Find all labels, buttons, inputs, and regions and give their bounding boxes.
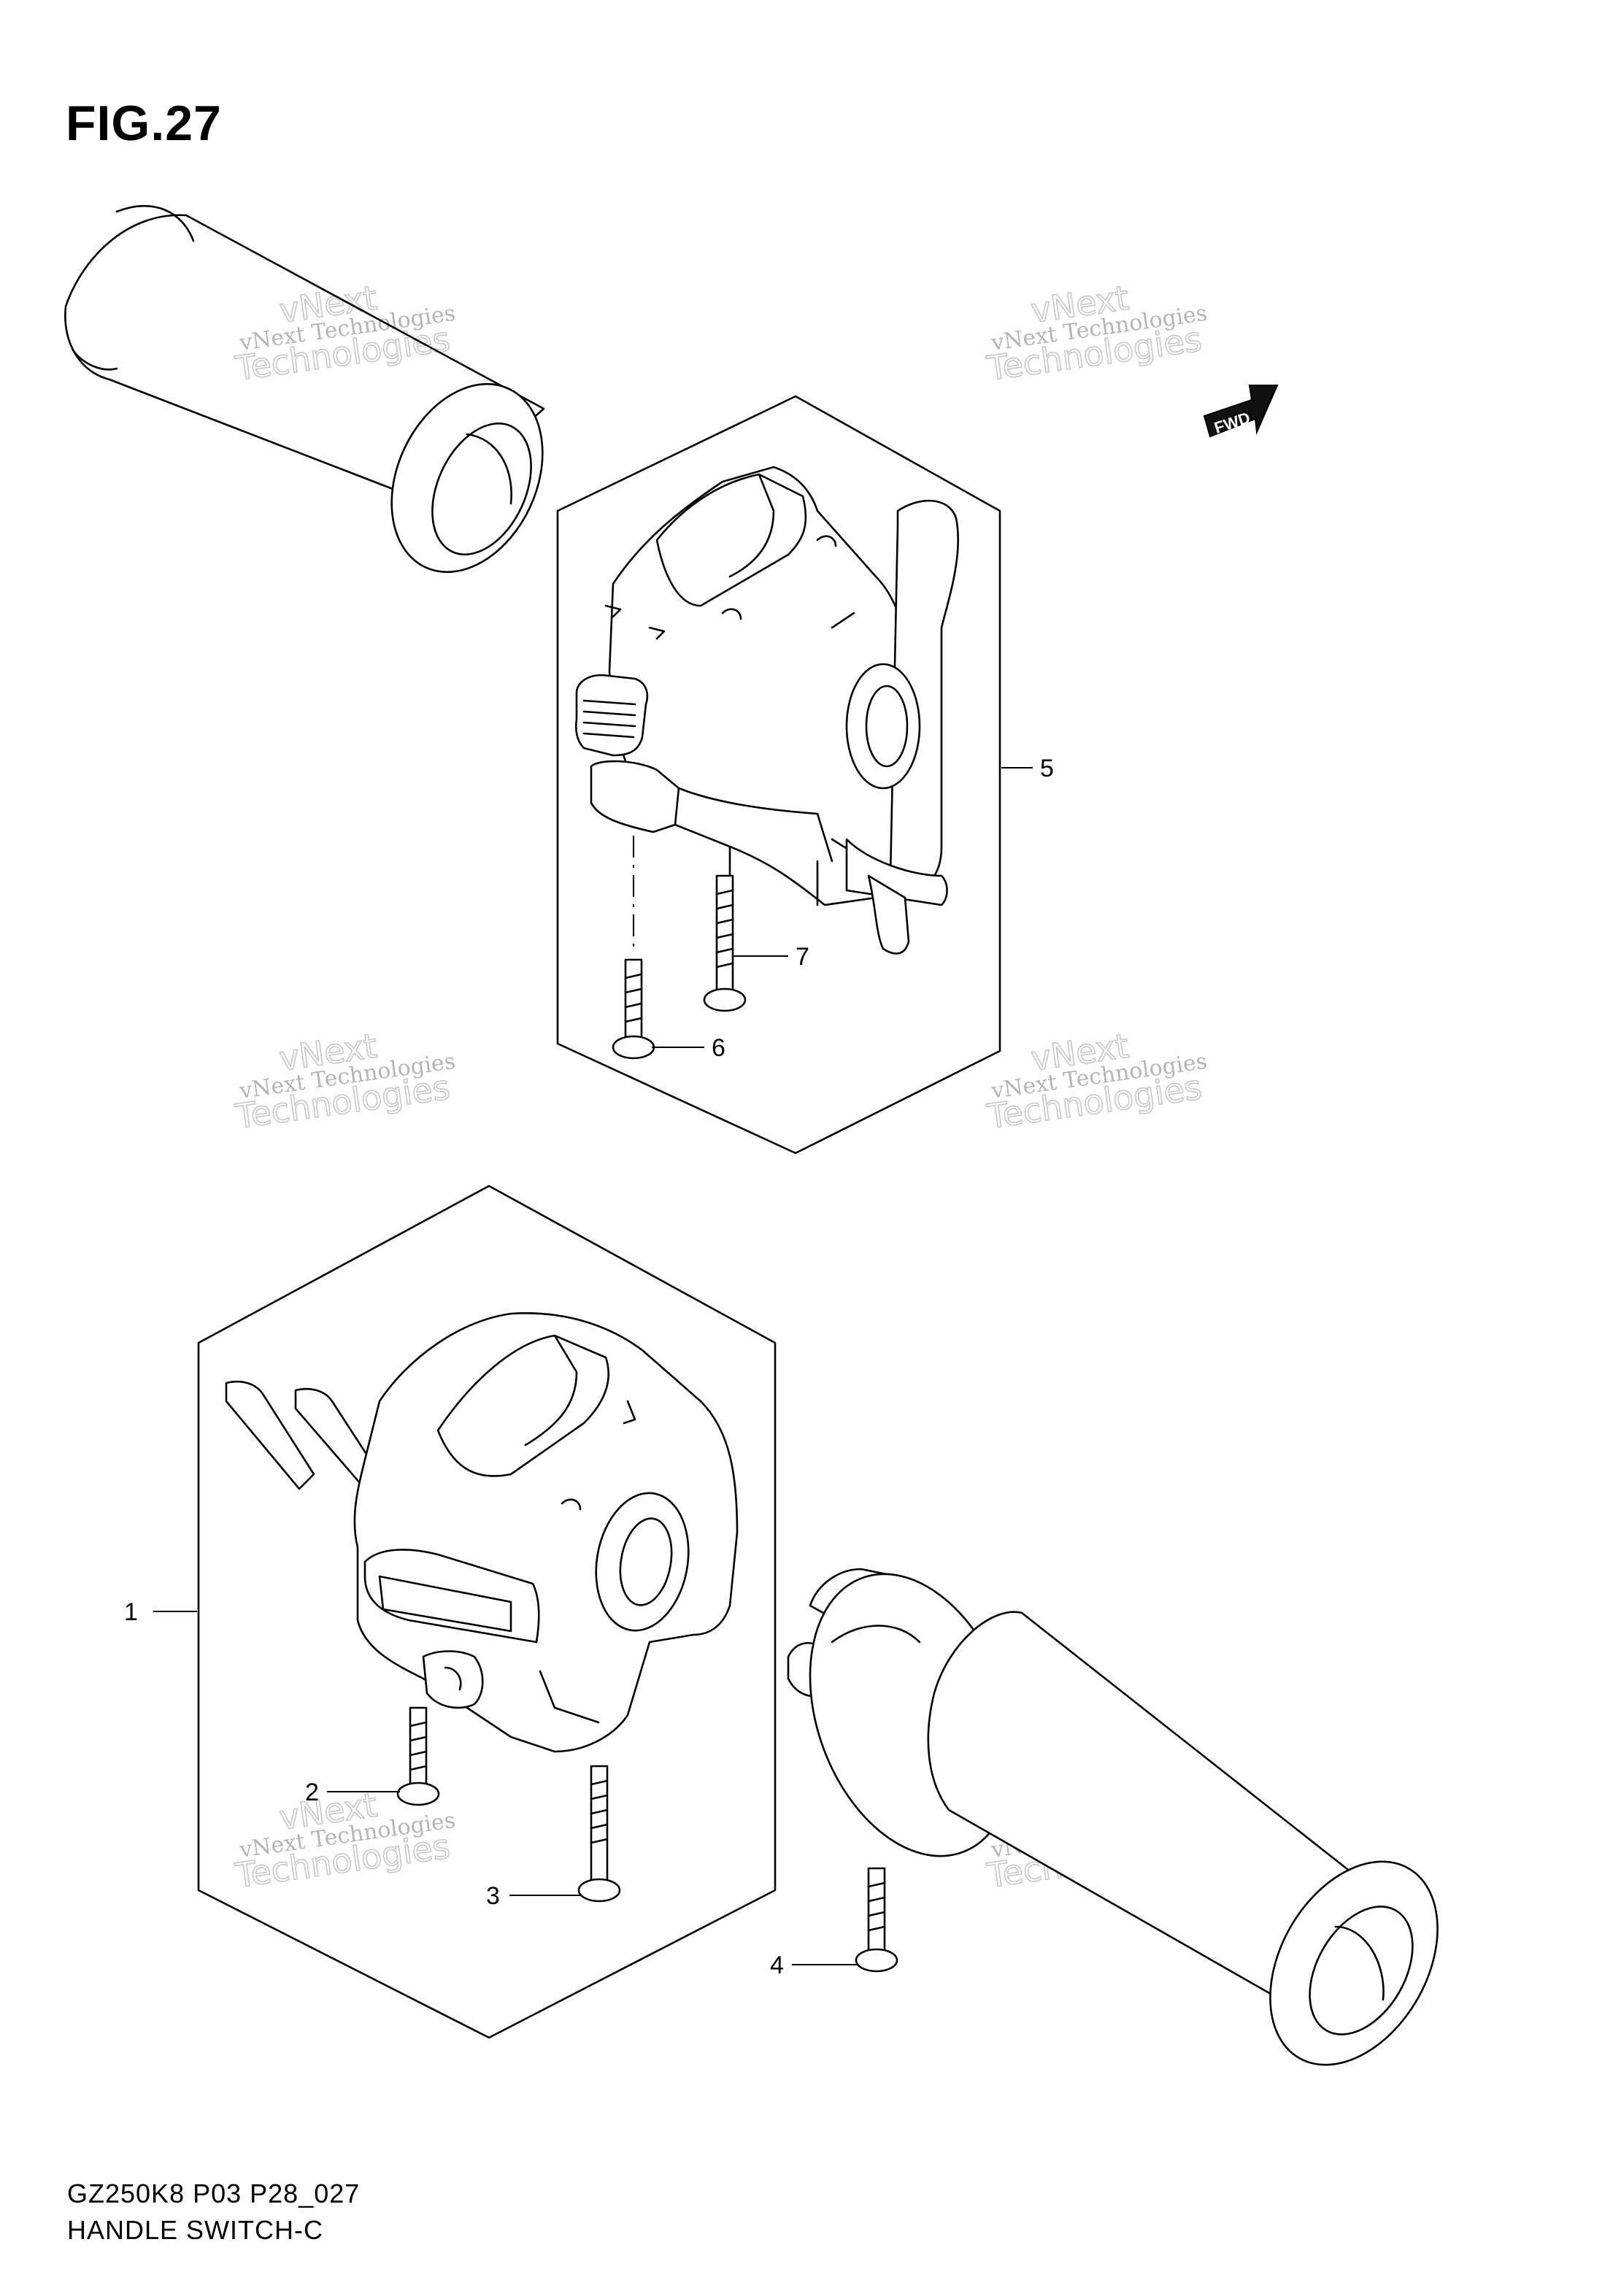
- screw-3-drawing: [577, 1765, 621, 1903]
- callout-3: 3: [486, 1882, 500, 1910]
- callout-1: 1: [124, 1598, 138, 1626]
- figure-title: FIG.27: [66, 96, 222, 151]
- screw-4-drawing: [855, 1867, 898, 1973]
- callout-7: 7: [796, 943, 809, 971]
- callout-4: 4: [770, 1952, 784, 1979]
- figure-subtitle: HANDLE SWITCH-C: [67, 2215, 324, 2245]
- right-handle-switch-drawing: [575, 466, 959, 955]
- left-handle-switch-drawing: [225, 1312, 739, 1753]
- fwd-arrow-icon: FWD: [1203, 385, 1279, 438]
- callout-6: 6: [712, 1034, 725, 1062]
- watermark-top-left: vNext vNext Technologies Technologies: [232, 277, 457, 389]
- watermark-top-right: vNext vNext Technologies Technologies: [984, 277, 1209, 389]
- model-code: GZ250K8 P03 P28_027: [67, 2178, 361, 2208]
- throttle-grip-drawing: [787, 1568, 1439, 2066]
- screw-2-drawing: [396, 1706, 440, 1806]
- screw-7-drawing: [703, 874, 747, 1012]
- watermark-mid-right: vNext vNext Technologies Technologies: [984, 1025, 1209, 1137]
- callout-2: 2: [305, 1779, 319, 1806]
- screw-6-drawing: [612, 958, 655, 1060]
- left-grip-drawing: [64, 204, 545, 574]
- switch-assembly-1-outline: [197, 1184, 777, 2039]
- watermark-mid-left: vNext vNext Technologies Technologies: [232, 1025, 457, 1137]
- switch-assembly-5-outline: [556, 395, 1001, 1155]
- callout-leaders: [153, 767, 1033, 1965]
- callout-5: 5: [1040, 755, 1054, 782]
